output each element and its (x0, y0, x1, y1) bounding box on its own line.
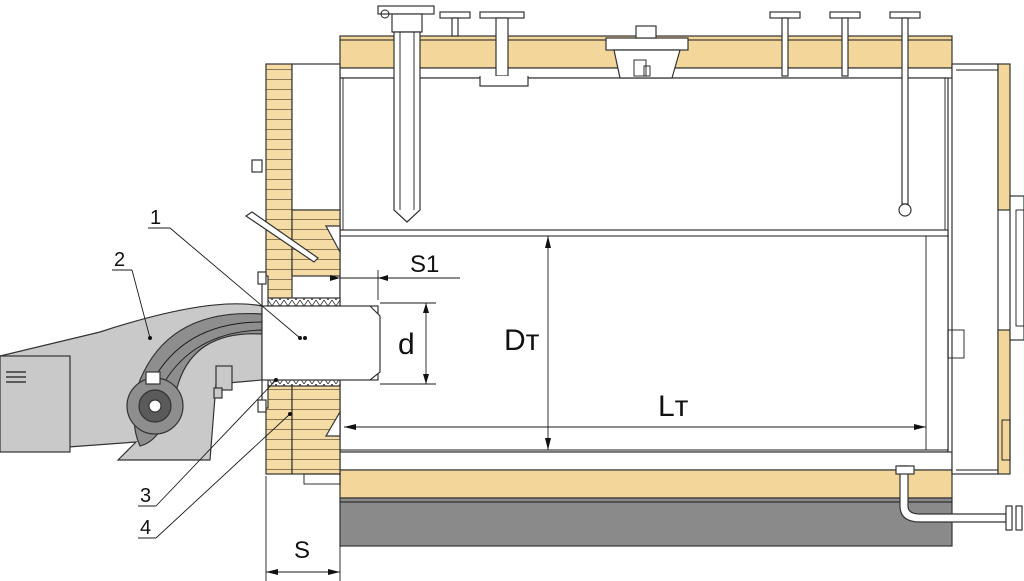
manhole-cover (605, 37, 689, 51)
dim-s-label: S (294, 537, 310, 564)
top-nozzles (377, 5, 921, 223)
callout-leaders (112, 227, 302, 539)
seal-upper (265, 297, 341, 307)
dim-d-label: d (398, 328, 415, 361)
dim-dt-label: Dт (504, 324, 540, 357)
base-frame (339, 497, 953, 547)
dimension-lines (265, 236, 926, 581)
burner-tube (261, 305, 379, 381)
refractory-upper (291, 209, 341, 277)
lower-shell (339, 451, 953, 471)
rear-end (947, 63, 1024, 475)
rear-pipe (895, 465, 1023, 531)
furnace-tube (339, 229, 949, 453)
burner-motor-box (0, 355, 71, 453)
dim-lt-label: Lт (658, 390, 689, 423)
callout-1-label: 1 (150, 207, 161, 229)
boiler-shell (339, 35, 953, 547)
burner (0, 303, 381, 461)
callout-2-label: 2 (114, 249, 125, 271)
dim-s1-label: S1 (410, 251, 439, 278)
callout-3-label: 3 (140, 485, 151, 507)
bottom-insulation (339, 469, 953, 499)
front-brickwork (244, 63, 341, 485)
rear-insulation-top (997, 63, 1011, 211)
rear-insulation-bottom (997, 329, 1011, 475)
callout-4-label: 4 (140, 517, 151, 539)
